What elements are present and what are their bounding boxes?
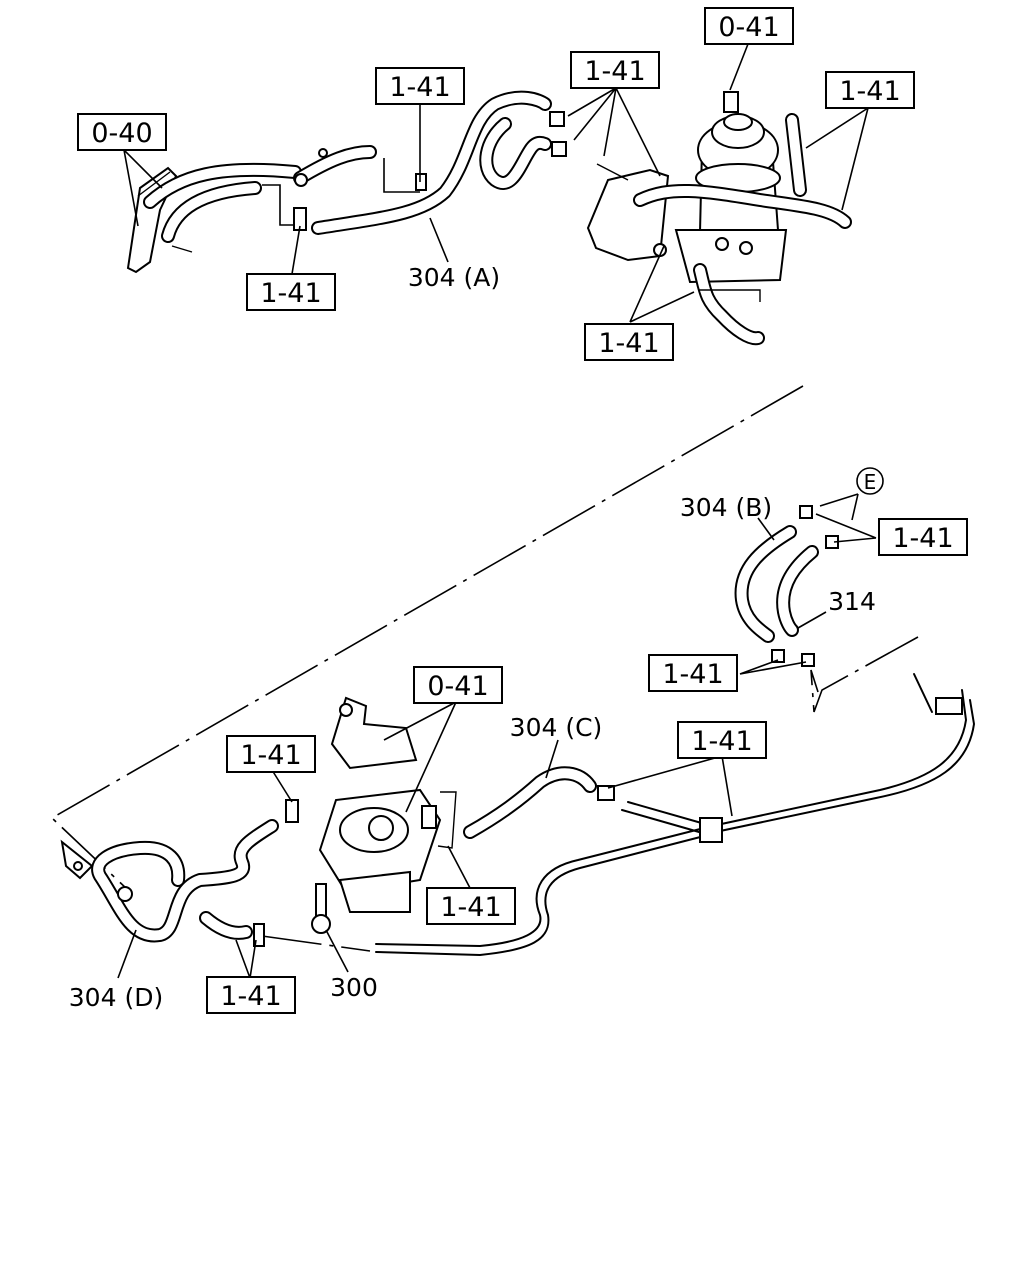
callout-pump-bracket: 0-41	[413, 666, 503, 704]
svg-text:1-41: 1-41	[389, 72, 450, 103]
callout-top-filter: 0-41	[704, 7, 794, 45]
label-300: 300	[330, 973, 378, 1002]
callout-bottom-left: 1-41	[206, 976, 296, 1014]
leader-top-center	[567, 87, 661, 177]
callout-pump-right: 1-41	[426, 887, 516, 925]
svg-text:E: E	[864, 470, 877, 494]
leader-filter-base	[629, 245, 695, 323]
leader-ref-e	[819, 493, 859, 521]
leader-top-right	[805, 107, 869, 211]
hose-304-a	[293, 90, 567, 235]
callout-top-center: 1-41	[570, 51, 660, 89]
svg-text:1-41: 1-41	[892, 523, 953, 554]
hose-304-c	[463, 766, 615, 839]
left-pipes	[143, 145, 377, 253]
leader-300	[325, 929, 349, 973]
svg-text:1-41: 1-41	[662, 659, 723, 690]
ref-marker-e: E	[856, 467, 884, 495]
connector-line-top-left	[262, 184, 298, 226]
callout-pipe-clips: 1-41	[677, 721, 767, 759]
callout-top-mid: 1-41	[375, 67, 465, 105]
callout-right-clips: 1-41	[878, 518, 968, 556]
leader-304-a	[429, 217, 449, 263]
pipe-314	[776, 545, 819, 637]
label-304-b: 304 (B)	[680, 493, 772, 522]
leader-pipe-clips	[607, 755, 733, 817]
hose-304-d	[60, 799, 299, 947]
callout-left-low: 1-41	[246, 273, 336, 311]
leader-314	[797, 611, 827, 629]
leader-pump-left	[271, 769, 293, 803]
leader-top-filter	[729, 43, 749, 91]
svg-text:1-41: 1-41	[691, 726, 752, 757]
svg-text:1-41: 1-41	[440, 892, 501, 923]
leader-304-b	[757, 517, 775, 541]
svg-text:0-41: 0-41	[427, 671, 488, 702]
leader-left-bracket	[123, 149, 163, 227]
callout-filter-base: 1-41	[584, 323, 674, 361]
label-314: 314	[828, 587, 876, 616]
svg-text:0-40: 0-40	[91, 118, 152, 149]
fuel-filter-assembly	[586, 91, 852, 346]
hose-304-b	[734, 525, 797, 643]
label-304-a: 304 (A)	[408, 263, 500, 292]
svg-text:1-41: 1-41	[260, 278, 321, 309]
leader-bottom-left	[235, 939, 257, 979]
svg-text:1-41: 1-41	[839, 76, 900, 107]
connector-line-top-mid	[383, 158, 420, 193]
svg-text:1-41: 1-41	[598, 328, 659, 359]
leader-left-low	[291, 225, 301, 275]
leader-pump-right	[447, 845, 471, 889]
bolt-300	[311, 883, 331, 934]
leader-right-clips	[815, 513, 877, 543]
leader-pump-bracket	[383, 701, 457, 813]
svg-text:1-41: 1-41	[240, 740, 301, 771]
callout-mid-clips: 1-41	[648, 654, 738, 692]
label-304-c: 304 (C)	[510, 713, 603, 742]
callout-left-bracket: 0-40	[77, 113, 167, 151]
leader-304-c	[545, 739, 559, 779]
callout-top-right: 1-41	[825, 71, 915, 109]
svg-text:1-41: 1-41	[220, 981, 281, 1012]
leader-304-d	[117, 929, 137, 979]
connector-line-pipe-right	[810, 636, 919, 713]
connector-line-bottom	[261, 935, 371, 952]
priming-pump	[318, 696, 457, 913]
main-fuel-pipes	[375, 673, 975, 956]
svg-text:0-41: 0-41	[718, 12, 779, 43]
callout-pump-left: 1-41	[226, 735, 316, 773]
svg-text:1-41: 1-41	[584, 56, 645, 87]
label-304-d: 304 (D)	[69, 983, 163, 1012]
leader-mid-clips	[739, 659, 807, 675]
